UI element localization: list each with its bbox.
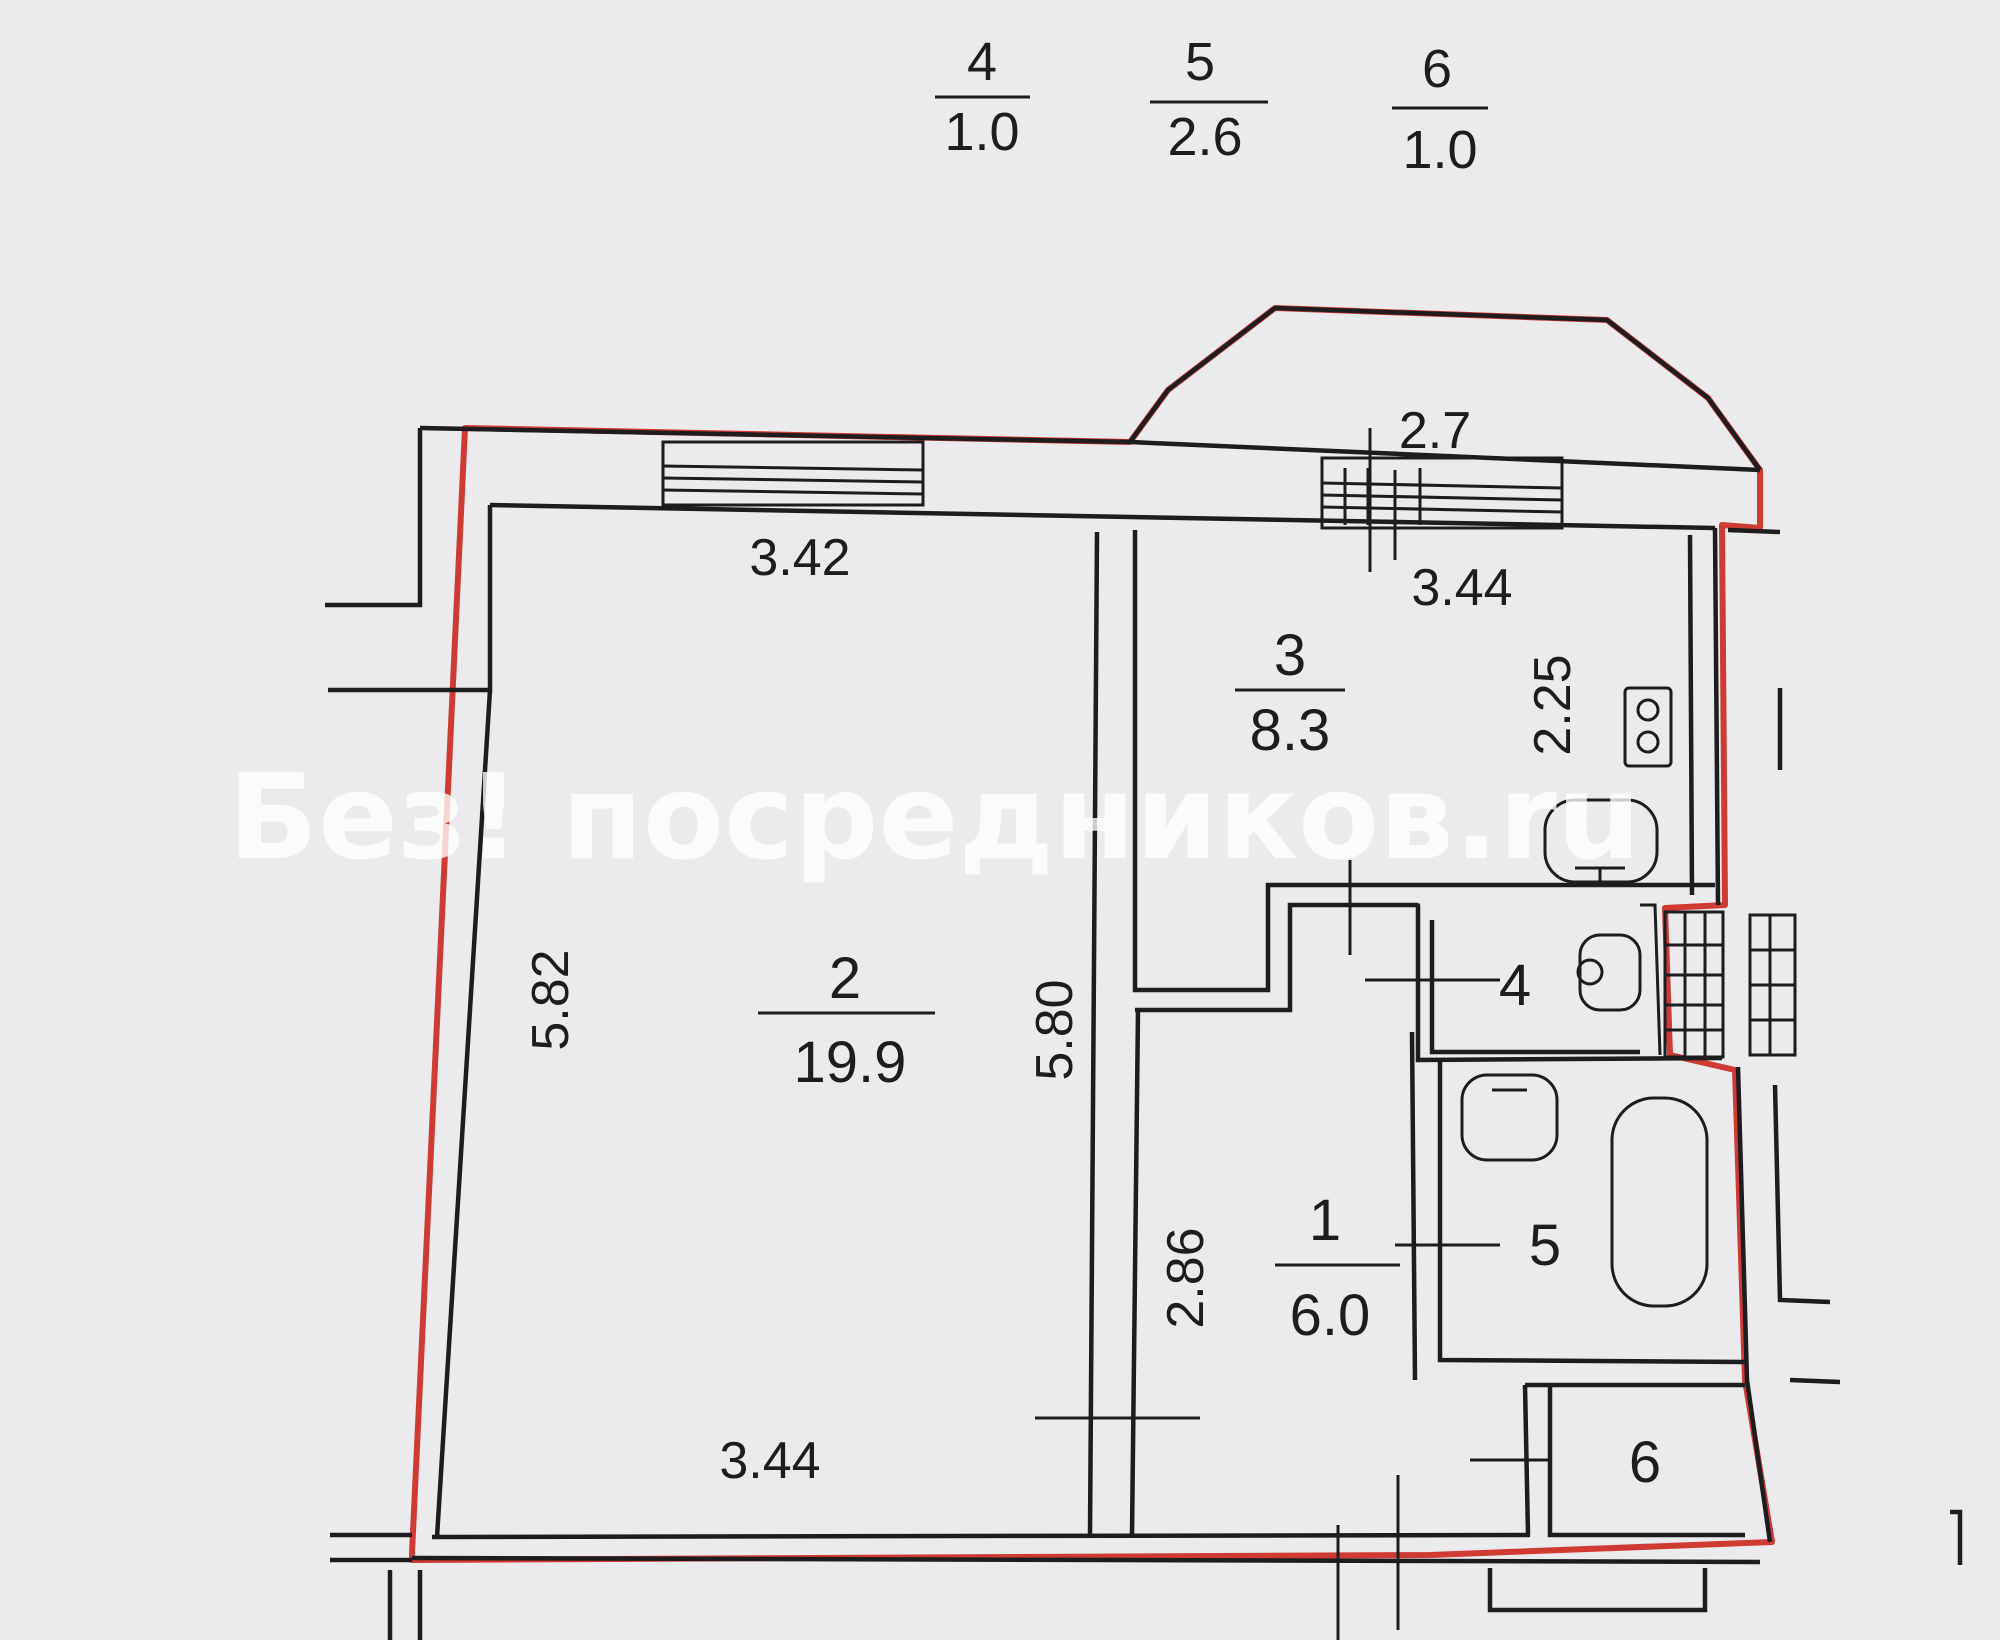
neighbor-ventilation-shaft-icon (1748, 913, 1797, 1057)
header-fraction-4: 4 1.0 (935, 32, 1030, 162)
door-markers (1035, 860, 1550, 1640)
bathroom-sink-icon (1460, 1073, 1559, 1162)
svg-text:2: 2 (829, 946, 861, 1011)
room-2-right-dimension: 5.80 (1026, 979, 1084, 1080)
window-room-2 (661, 440, 925, 507)
bathroom-callout-label: 5 (1529, 1213, 1561, 1278)
kitchen-side-dimension: 2.25 (1524, 654, 1582, 755)
bathtub-icon (1610, 1096, 1709, 1308)
neighbor-walls (330, 688, 1963, 1640)
kitchen-top-dimension: 3.44 (1411, 559, 1512, 617)
ventilation-shaft-icon (1663, 910, 1725, 1059)
room-1-label: 1 6.0 (1275, 1188, 1400, 1348)
svg-text:5: 5 (1185, 32, 1215, 92)
svg-text:6: 6 (1422, 39, 1452, 99)
kitchen-sink-icon (1543, 798, 1659, 884)
toilet-callout-label: 4 (1499, 953, 1531, 1018)
svg-text:1: 1 (1309, 1188, 1341, 1253)
header-fraction-5: 5 2.6 (1150, 32, 1268, 167)
svg-text:19.9: 19.9 (794, 1030, 907, 1095)
room-2-left-dimension: 5.82 (522, 949, 580, 1050)
interior-partitions (1087, 530, 1746, 1538)
room-2-top-dimension: 3.42 (749, 529, 850, 587)
hall-side-dimension: 2.86 (1157, 1227, 1215, 1328)
svg-text:1.0: 1.0 (944, 102, 1019, 162)
room-3-label: 3 8.3 (1235, 623, 1345, 763)
toilet-icon (1576, 933, 1642, 1012)
svg-text:4: 4 (967, 32, 997, 92)
room-2-bottom-dimension: 3.44 (719, 1432, 820, 1490)
window-kitchen (1320, 428, 1564, 572)
svg-text:2.6: 2.6 (1167, 107, 1242, 167)
svg-text:3: 3 (1274, 623, 1306, 688)
balcony-dimension: 2.7 (1399, 402, 1471, 460)
svg-text:1.0: 1.0 (1402, 120, 1477, 180)
exterior-walls (325, 305, 1781, 1565)
room-2-label: 2 19.9 (758, 946, 935, 1095)
closet-callout-label: 6 (1629, 1430, 1661, 1495)
watermark-text: Без! посредников.ru (228, 748, 1641, 886)
stove-icon (1623, 686, 1673, 768)
svg-text:8.3: 8.3 (1250, 698, 1331, 763)
header-fraction-6: 6 1.0 (1392, 39, 1488, 180)
svg-text:6.0: 6.0 (1290, 1283, 1371, 1348)
